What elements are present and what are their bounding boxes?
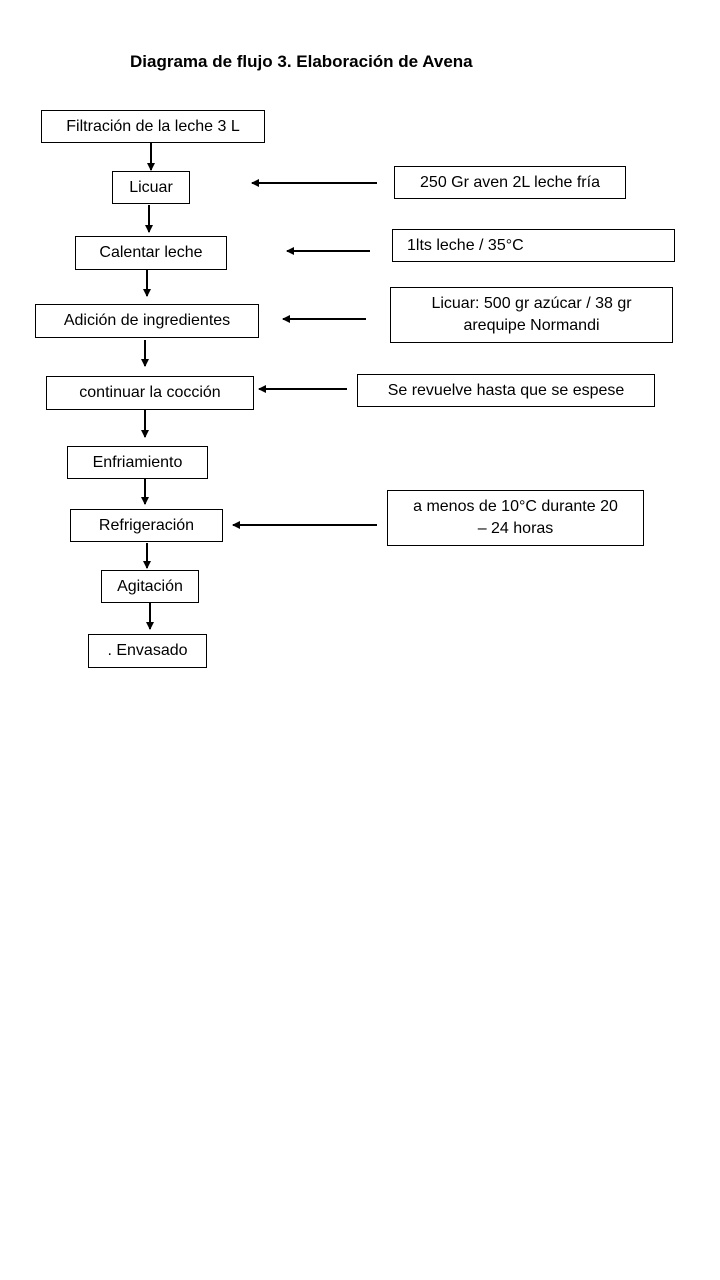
- note-refrigeracion-tiempo: a menos de 10°C durante 20 – 24 horas: [387, 490, 644, 546]
- step-licuar: Licuar: [112, 171, 190, 204]
- note-leche-temperatura: 1lts leche / 35°C: [392, 229, 675, 262]
- step-calentar-leche: Calentar leche: [75, 236, 227, 270]
- step-enfriamiento: Enfriamiento: [67, 446, 208, 479]
- diagram-title: Diagrama de flujo 3. Elaboración de Aven…: [130, 52, 473, 71]
- note-avena-leche-fria: 250 Gr aven 2L leche fría: [394, 166, 626, 199]
- note-licuar-ingredientes: Licuar: 500 gr azúcar / 38 gr arequipe N…: [390, 287, 673, 343]
- step-refrigeracion: Refrigeración: [70, 509, 223, 542]
- note-revuelve: Se revuelve hasta que se espese: [357, 374, 655, 407]
- step-continuar-coccion: continuar la cocción: [46, 376, 254, 410]
- step-adicion-ingredientes: Adición de ingredientes: [35, 304, 259, 338]
- step-filtracion: Filtración de la leche 3 L: [41, 110, 265, 143]
- step-envasado: . Envasado: [88, 634, 207, 668]
- step-agitacion: Agitación: [101, 570, 199, 603]
